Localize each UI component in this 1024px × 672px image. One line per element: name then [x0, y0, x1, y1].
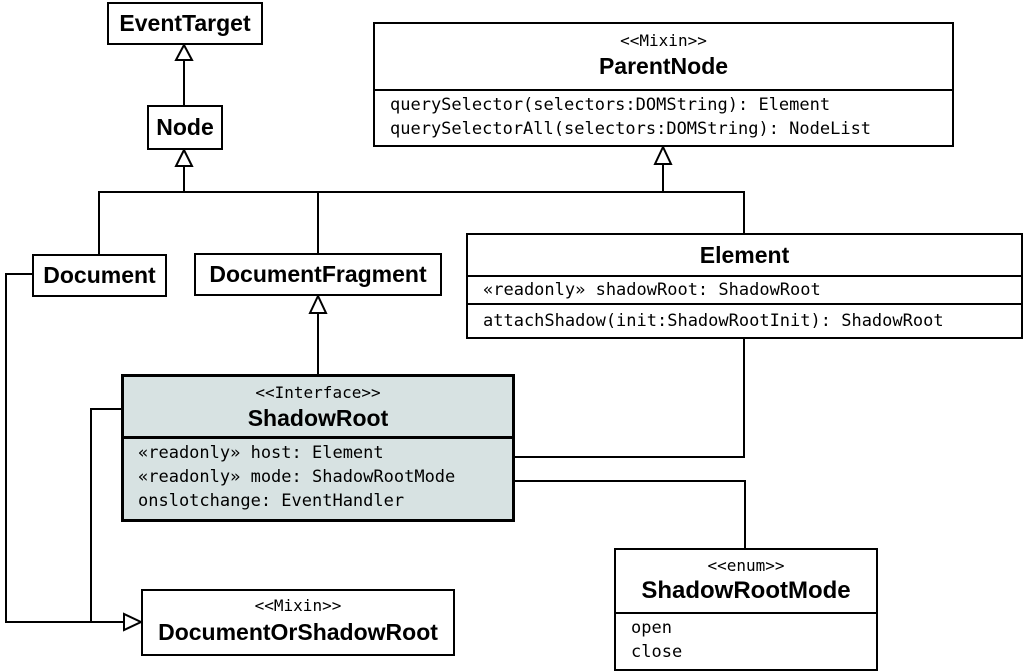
edge-node-branches: [98, 191, 745, 254]
class-title: ShadowRoot: [247, 405, 389, 431]
arrowhead-parentnode: [653, 144, 673, 165]
edge-document-docorshadow: [5, 273, 124, 623]
arrowhead-node: [174, 147, 194, 167]
arrowhead-docorshadow: [123, 612, 144, 632]
class-title: Element: [699, 242, 790, 268]
attributes-compartment: «readonly» shadowRoot: ShadowRoot: [468, 275, 1021, 303]
method: querySelectorAll(selectors:DOMString): N…: [390, 119, 872, 139]
class-title: ShadowRootMode: [641, 577, 851, 604]
class-document: Document: [32, 254, 167, 297]
method: attachShadow(init:ShadowRootInit): Shado…: [483, 311, 944, 331]
enum-value: open: [631, 618, 672, 638]
class-title: Document: [43, 262, 156, 288]
arrowhead-eventtarget: [174, 42, 194, 61]
class-stereotype: <<Interface>>: [255, 383, 381, 402]
attribute: «readonly» host: Element: [138, 443, 384, 463]
method: querySelector(selectors:DOMString): Elem…: [390, 95, 831, 115]
class-title: EventTarget: [119, 10, 251, 36]
class-title: DocumentOrShadowRoot: [158, 619, 438, 645]
class-shadowrootmode: <<enum>> ShadowRootMode open close: [614, 548, 878, 671]
methods-compartment: attachShadow(init:ShadowRootInit): Shado…: [468, 303, 1021, 333]
class-element: Element «readonly» shadowRoot: ShadowRoo…: [466, 233, 1023, 339]
class-documentorshadowroot: <<Mixin>> DocumentOrShadowRoot: [141, 589, 455, 656]
attribute: onslotchange: EventHandler: [138, 491, 405, 511]
edge-shadowroot-element: [514, 339, 745, 458]
class-shadowroot: <<Interface>> ShadowRoot «readonly» host…: [121, 374, 515, 522]
values-compartment: open close: [616, 612, 876, 664]
edge-shadowroot-docorshadow: [90, 408, 122, 622]
class-stereotype: <<Mixin>>: [620, 31, 707, 50]
class-node: Node: [147, 105, 223, 150]
arrowhead-documentfragment: [308, 293, 328, 314]
edge-shadowroot-shadowrootmode: [514, 480, 746, 548]
class-eventtarget: EventTarget: [107, 2, 263, 45]
attribute: «readonly» shadowRoot: ShadowRoot: [483, 280, 821, 300]
methods-compartment: querySelector(selectors:DOMString): Elem…: [375, 89, 952, 141]
class-title: DocumentFragment: [209, 261, 427, 287]
class-title: Node: [156, 114, 214, 140]
class-parentnode: <<Mixin>> ParentNode querySelector(selec…: [373, 22, 954, 147]
class-documentfragment: DocumentFragment: [194, 253, 442, 296]
class-stereotype: <<Mixin>>: [254, 596, 342, 615]
enum-value: close: [631, 642, 683, 662]
attributes-compartment: «readonly» host: Element «readonly» mode…: [124, 436, 512, 513]
class-stereotype: <<enum>>: [707, 556, 785, 575]
class-title: ParentNode: [598, 53, 729, 79]
attribute: «readonly» mode: ShadowRootMode: [138, 467, 456, 487]
